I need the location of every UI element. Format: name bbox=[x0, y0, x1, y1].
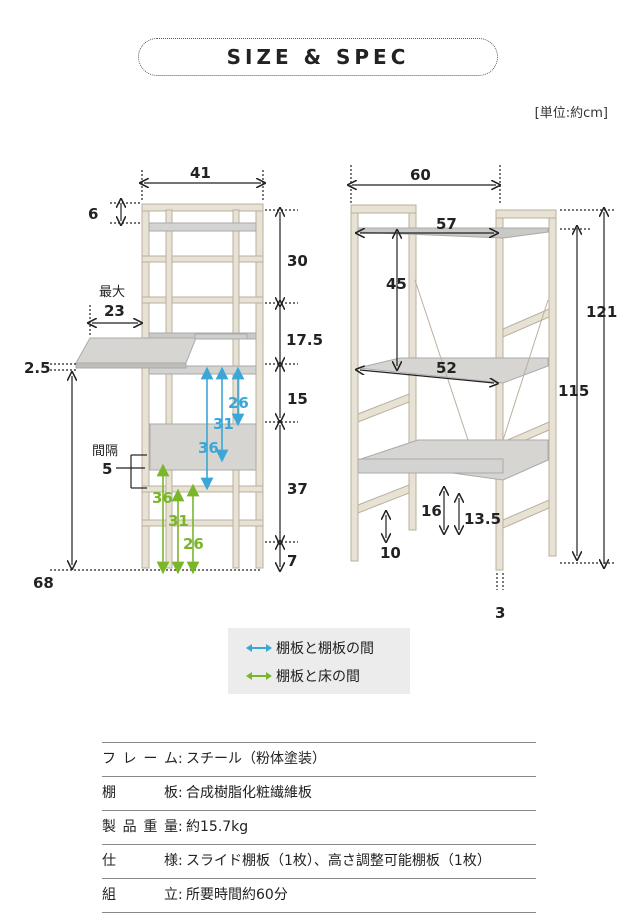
spec-label: 仕様 bbox=[102, 853, 178, 869]
green-mark-1: 36 bbox=[152, 489, 173, 507]
green-mark-3: 26 bbox=[183, 535, 204, 553]
dim-slide-depth: 23 bbox=[104, 302, 125, 320]
gap-value: 5 bbox=[102, 460, 112, 478]
spec-row-shelf: 棚板 : 合成樹脂化粧繊維板 bbox=[102, 776, 536, 810]
dim-foot-a: 10 bbox=[380, 544, 401, 562]
dim-inner-width: 57 bbox=[436, 215, 457, 233]
blue-mark-3: 36 bbox=[198, 439, 219, 457]
unit-label: [単位:約cm] bbox=[534, 106, 608, 121]
spec-value: スチール（粉体塗装） bbox=[186, 751, 326, 767]
dim-h-top: 45 bbox=[386, 275, 407, 293]
side-view-frame bbox=[141, 203, 264, 569]
gap-label: 間隔 bbox=[92, 444, 118, 459]
front-view-shelves bbox=[357, 227, 549, 481]
front-view-frame bbox=[350, 204, 557, 571]
dim-frame-height: 115 bbox=[558, 382, 589, 400]
dim-front-width: 60 bbox=[410, 166, 431, 184]
green-double-arrow-icon bbox=[246, 672, 272, 680]
spec-sep: : bbox=[178, 819, 183, 835]
title-box: SIZE & SPEC bbox=[138, 38, 498, 76]
slide-max-label: 最大 bbox=[99, 285, 125, 300]
spec-row-frame: フレーム : スチール（粉体塗装） bbox=[102, 742, 536, 776]
spec-label: フレーム bbox=[102, 751, 178, 767]
dim-h3: 15 bbox=[287, 390, 308, 408]
spec-value: 所要時間約60分 bbox=[186, 887, 288, 903]
legend-blue-label: 棚板と棚板の間 bbox=[276, 641, 374, 657]
dimension-drawing: 41 6 30 17.5 15 37 7 最大 23 2.5 68 間隔 5 2… bbox=[24, 164, 617, 622]
dim-h1: 30 bbox=[287, 252, 308, 270]
spec-row-weight: 製品重量 : 約15.7kg bbox=[102, 810, 536, 844]
spec-label: 製品重量 bbox=[102, 819, 178, 835]
dim-shelf-width: 52 bbox=[436, 359, 457, 377]
spec-value: スライド棚板（1枚）、高さ調整可能棚板（1枚） bbox=[186, 853, 491, 869]
dim-side-width: 41 bbox=[190, 164, 211, 182]
legend: 棚板と棚板の間 棚板と床の間 bbox=[228, 628, 410, 694]
dim-slide-thick: 2.5 bbox=[24, 359, 51, 377]
legend-green-label: 棚板と床の間 bbox=[276, 669, 360, 685]
spec-value: 約15.7kg bbox=[186, 819, 249, 835]
spec-label: 棚板 bbox=[102, 785, 178, 801]
spec-table: フレーム : スチール（粉体塗装） 棚板 : 合成樹脂化粧繊維板 製品重量 : … bbox=[102, 742, 536, 913]
dim-floor-height: 68 bbox=[33, 574, 54, 592]
green-mark-2: 31 bbox=[168, 512, 189, 530]
spec-value: 合成樹脂化粧繊維板 bbox=[186, 785, 312, 801]
blue-mark-2: 31 bbox=[213, 415, 234, 433]
dim-bottom-a: 16 bbox=[421, 502, 442, 520]
dim-h4: 37 bbox=[287, 480, 308, 498]
page-title: SIZE & SPEC bbox=[226, 45, 410, 69]
dim-h5: 7 bbox=[287, 552, 297, 570]
blue-mark-1: 26 bbox=[228, 394, 249, 412]
spec-sep: : bbox=[178, 751, 183, 767]
blue-double-arrow-icon bbox=[246, 644, 272, 652]
spec-row-spec: 仕様 : スライド棚板（1枚）、高さ調整可能棚板（1枚） bbox=[102, 844, 536, 878]
dim-top-gap: 6 bbox=[88, 205, 98, 223]
dim-total-height: 121 bbox=[586, 303, 617, 321]
dim-bottom-b: 13.5 bbox=[464, 510, 501, 528]
spec-sep: : bbox=[178, 887, 183, 903]
spec-sep: : bbox=[178, 853, 183, 869]
dim-foot-b: 3 bbox=[495, 604, 505, 622]
spec-row-assembly: 組立 : 所要時間約60分 bbox=[102, 878, 536, 913]
dim-h2: 17.5 bbox=[286, 331, 323, 349]
spec-label: 組立 bbox=[102, 887, 178, 903]
spec-sep: : bbox=[178, 785, 183, 801]
